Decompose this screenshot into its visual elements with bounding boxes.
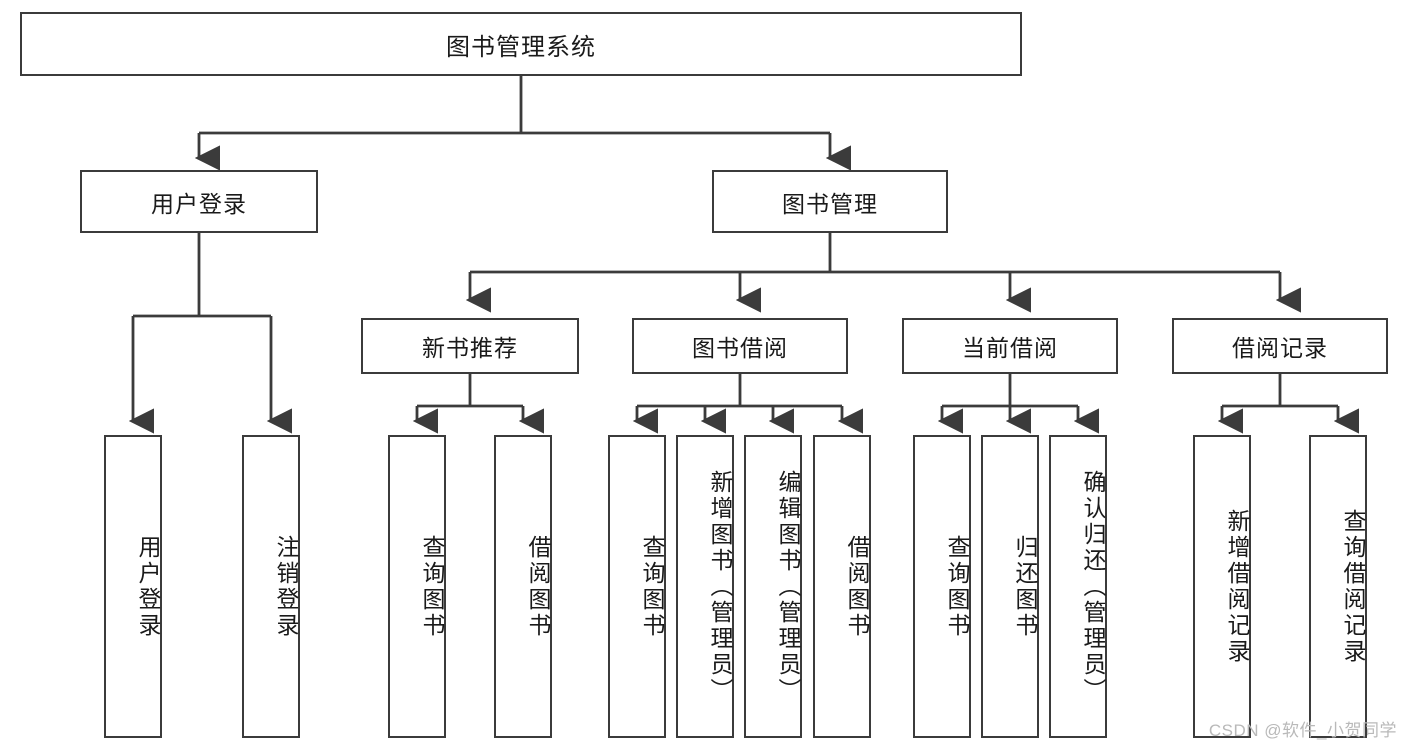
leaf-current-confirm-return-admin[interactable]: 确认归还（管理员） [1049, 435, 1107, 738]
node-user-login[interactable]: 用户登录 [80, 170, 318, 233]
node-label: 借阅图书 [844, 534, 870, 639]
leaf-borrow-query-book[interactable]: 查询图书 [608, 435, 666, 738]
node-current-borrow[interactable]: 当前借阅 [902, 318, 1118, 374]
node-label: 查询图书 [639, 534, 665, 639]
node-label: 查询图书 [944, 534, 970, 639]
node-label: 查询图书 [419, 534, 445, 639]
node-label: 新书推荐 [422, 335, 518, 361]
node-label: 新增图书（管理员） [707, 469, 733, 704]
leaf-user-login-signout[interactable]: 注销登录 [242, 435, 300, 738]
node-label: 图书管理 [782, 190, 878, 217]
node-new-book-recommend[interactable]: 新书推荐 [361, 318, 579, 374]
node-label: 新增借阅记录 [1224, 508, 1250, 665]
node-label: 借阅记录 [1232, 335, 1328, 361]
leaf-current-query-book[interactable]: 查询图书 [913, 435, 971, 738]
leaf-recommend-query-book[interactable]: 查询图书 [388, 435, 446, 738]
node-label: 借阅图书 [525, 534, 551, 639]
watermark-text: CSDN @软件_小贺同学 [1208, 721, 1397, 740]
node-label: 用户登录 [135, 534, 161, 639]
node-label: 用户登录 [151, 190, 247, 217]
node-borrow-record[interactable]: 借阅记录 [1172, 318, 1388, 374]
leaf-borrow-edit-book-admin[interactable]: 编辑图书（管理员） [744, 435, 802, 738]
node-label: 图书借阅 [692, 335, 788, 361]
node-label: 当前借阅 [962, 335, 1058, 361]
node-label: 编辑图书（管理员） [775, 469, 801, 704]
leaf-borrow-borrow-book[interactable]: 借阅图书 [813, 435, 871, 738]
leaf-borrow-add-book-admin[interactable]: 新增图书（管理员） [676, 435, 734, 738]
node-root-system[interactable]: 图书管理系统 [20, 12, 1022, 76]
node-label: 图书管理系统 [446, 33, 596, 61]
node-book-borrow[interactable]: 图书借阅 [632, 318, 848, 374]
leaf-current-return-book[interactable]: 归还图书 [981, 435, 1039, 738]
node-label: 归还图书 [1012, 534, 1038, 639]
leaf-user-login-signin[interactable]: 用户登录 [104, 435, 162, 738]
node-book-management[interactable]: 图书管理 [712, 170, 948, 233]
node-label: 查询借阅记录 [1340, 508, 1366, 665]
leaf-record-add-record[interactable]: 新增借阅记录 [1193, 435, 1251, 738]
node-label: 确认归还（管理员） [1080, 469, 1106, 704]
leaf-record-query-record[interactable]: 查询借阅记录 [1309, 435, 1367, 738]
node-label: 注销登录 [273, 534, 299, 639]
leaf-recommend-borrow-book[interactable]: 借阅图书 [494, 435, 552, 738]
